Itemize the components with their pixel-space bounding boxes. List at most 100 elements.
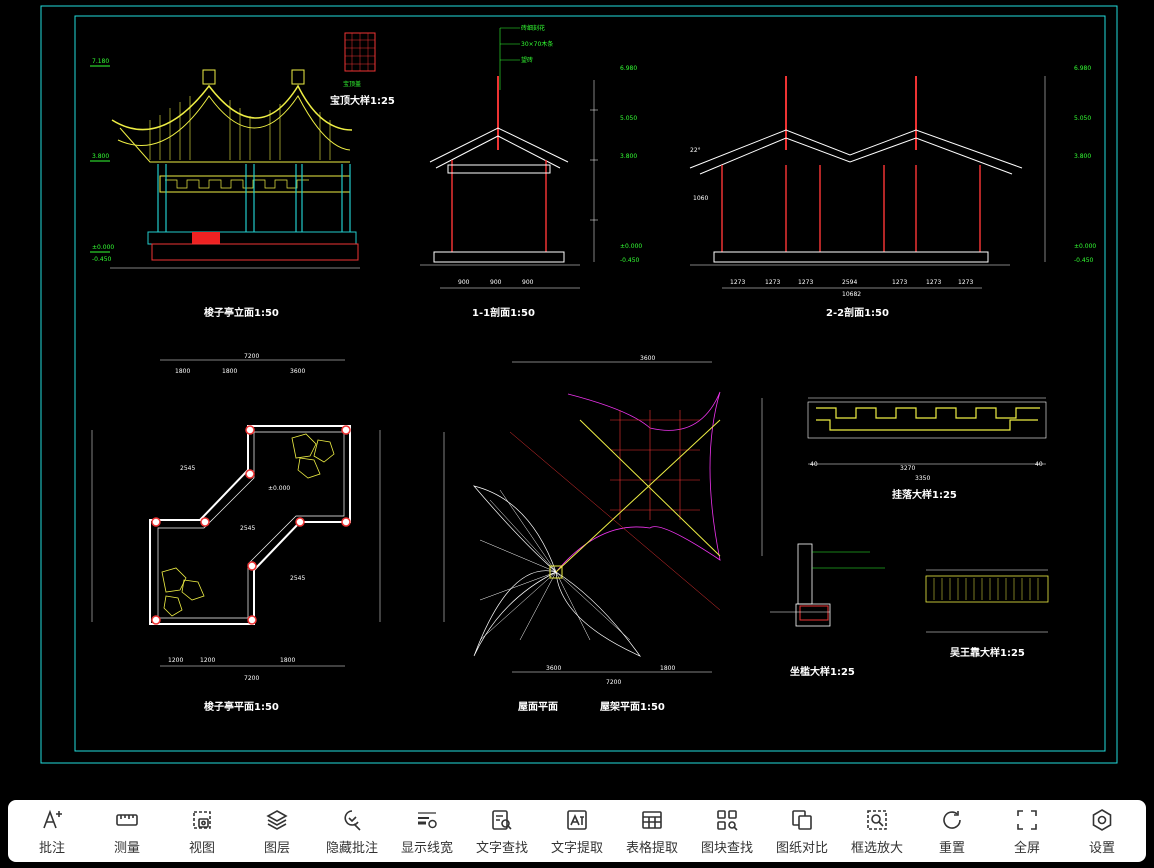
hide-annotation-label: 隐藏批注 xyxy=(325,840,378,856)
outer-frame xyxy=(40,5,1118,764)
hide-annotation-button[interactable]: 隐藏批注 xyxy=(320,804,384,858)
settings-label: 设置 xyxy=(1088,840,1115,856)
svg-text:900: 900 xyxy=(458,279,470,286)
view-button[interactable]: 视图 xyxy=(170,804,234,858)
measure-label: 测量 xyxy=(113,840,140,856)
annotate-label: 批注 xyxy=(38,840,65,856)
reset-icon xyxy=(939,807,965,833)
layers-label: 图层 xyxy=(263,840,290,856)
line-width-button[interactable]: 显示线宽 xyxy=(395,804,459,858)
bottom-toolbar: 批注 测量 视图 图层 隐藏批注 显示线宽 文字查找 xyxy=(8,800,1146,862)
text-extract-label: 文字提取 xyxy=(550,840,603,856)
reset-button[interactable]: 重置 xyxy=(920,804,984,858)
svg-text:3.800: 3.800 xyxy=(620,153,637,160)
section-1-1: 砖细刻花 30×70木条 望砖 6.980 5.050 3.800 ±0.000… xyxy=(420,24,642,319)
svg-text:10682: 10682 xyxy=(842,291,861,298)
svg-text:屋架平面1:50: 屋架平面1:50 xyxy=(600,700,665,713)
text-search-label: 文字查找 xyxy=(475,840,528,856)
svg-text:屋面平面: 屋面平面 xyxy=(518,701,558,713)
svg-text:1273: 1273 xyxy=(892,279,907,286)
svg-text:3270: 3270 xyxy=(900,465,915,472)
svg-text:7200: 7200 xyxy=(606,679,621,686)
svg-text:宝顶盖: 宝顶盖 xyxy=(343,80,361,88)
svg-text:望砖: 望砖 xyxy=(521,56,533,64)
svg-text:1800: 1800 xyxy=(175,368,190,375)
svg-text:1273: 1273 xyxy=(958,279,973,286)
svg-text:1060: 1060 xyxy=(693,195,708,202)
svg-text:7.180: 7.180 xyxy=(92,58,109,65)
svg-text:1-1剖面1:50: 1-1剖面1:50 xyxy=(472,306,535,319)
annotate-button[interactable]: 批注 xyxy=(20,804,84,858)
compare-button[interactable]: 图纸对比 xyxy=(770,804,834,858)
line-width-icon xyxy=(414,807,440,833)
text-extract-button[interactable]: 文字提取 xyxy=(545,804,609,858)
inner-frame xyxy=(74,15,1106,752)
finial-detail: 宝顶盖 宝顶大样1:25 xyxy=(330,32,395,107)
view-label: 视图 xyxy=(188,840,215,856)
block-search-button[interactable]: 图块查找 xyxy=(695,804,759,858)
svg-text:宝顶大样1:25: 宝顶大样1:25 xyxy=(330,94,395,107)
svg-text:-0.450: -0.450 xyxy=(620,257,640,264)
measure-button[interactable]: 测量 xyxy=(95,804,159,858)
svg-text:1273: 1273 xyxy=(926,279,941,286)
svg-text:40: 40 xyxy=(810,461,818,468)
svg-text:1200: 1200 xyxy=(168,657,183,664)
section-2-2: 22° 1060 1273 1273 1273 2594 1273 1273 1… xyxy=(689,65,1096,319)
svg-text:1273: 1273 xyxy=(730,279,745,286)
fullscreen-button[interactable]: 全屏 xyxy=(995,804,1059,858)
svg-text:40: 40 xyxy=(1035,461,1043,468)
table-extract-icon xyxy=(639,807,665,833)
svg-text:6.980: 6.980 xyxy=(620,65,637,72)
svg-text:2545: 2545 xyxy=(240,525,255,532)
svg-text:1273: 1273 xyxy=(765,279,780,286)
roof-plan: 3600 3600 1800 7200 屋面平面 屋架平面1:50 xyxy=(443,355,763,713)
svg-text:900: 900 xyxy=(490,279,502,286)
svg-text:2-2剖面1:50: 2-2剖面1:50 xyxy=(826,306,889,319)
svg-text:5.050: 5.050 xyxy=(620,115,637,122)
compare-label: 图纸对比 xyxy=(775,840,828,856)
svg-text:±0.000: ±0.000 xyxy=(268,485,290,492)
block-search-icon xyxy=(714,807,740,833)
text-search-button[interactable]: 文字查找 xyxy=(470,804,534,858)
table-extract-button[interactable]: 表格提取 xyxy=(620,804,684,858)
line-width-label: 显示线宽 xyxy=(400,840,453,856)
cad-drawing-canvas[interactable]: 7.180 3.800 ±0.000 -0.450 xyxy=(0,0,1154,790)
svg-text:1273: 1273 xyxy=(798,279,813,286)
svg-text:±0.000: ±0.000 xyxy=(620,243,642,250)
settings-icon xyxy=(1089,807,1115,833)
svg-text:3600: 3600 xyxy=(290,368,305,375)
svg-text:1800: 1800 xyxy=(660,665,675,672)
svg-text:1800: 1800 xyxy=(280,657,295,664)
svg-text:3600: 3600 xyxy=(640,355,655,362)
fullscreen-icon xyxy=(1014,807,1040,833)
svg-text:2545: 2545 xyxy=(290,575,305,582)
svg-text:30×70木条: 30×70木条 xyxy=(521,40,553,48)
svg-text:3.800: 3.800 xyxy=(92,153,109,160)
svg-text:3600: 3600 xyxy=(546,665,561,672)
svg-text:坐槛大样1:25: 坐槛大样1:25 xyxy=(790,665,855,678)
compare-icon xyxy=(789,807,815,833)
text-extract-icon xyxy=(564,807,590,833)
floor-plan: 7200 1800 1800 3600 ±0.000 2545 2545 254… xyxy=(91,353,381,713)
text-search-icon xyxy=(489,807,515,833)
annotate-icon xyxy=(39,807,65,833)
layers-button[interactable]: 图层 xyxy=(245,804,309,858)
svg-text:900: 900 xyxy=(522,279,534,286)
fullscreen-label: 全屏 xyxy=(1013,840,1040,856)
zoom-box-button[interactable]: 框选放大 xyxy=(845,804,909,858)
svg-text:梭子亭立面1:50: 梭子亭立面1:50 xyxy=(204,306,279,319)
elevation-drawing: 7.180 3.800 ±0.000 -0.450 xyxy=(90,58,360,319)
svg-text:22°: 22° xyxy=(690,147,701,154)
svg-text:7200: 7200 xyxy=(244,675,259,682)
svg-text:2545: 2545 xyxy=(180,465,195,472)
svg-text:-0.450: -0.450 xyxy=(1074,257,1094,264)
block-search-label: 图块查找 xyxy=(700,840,753,856)
settings-button[interactable]: 设置 xyxy=(1070,804,1134,858)
layers-icon xyxy=(264,807,290,833)
cad-drawing: 7.180 3.800 ±0.000 -0.450 xyxy=(40,5,1118,764)
svg-text:6.980: 6.980 xyxy=(1074,65,1091,72)
svg-text:2594: 2594 xyxy=(842,279,857,286)
svg-text:1200: 1200 xyxy=(200,657,215,664)
svg-text:±0.000: ±0.000 xyxy=(92,244,114,251)
zoom-box-icon xyxy=(864,807,890,833)
